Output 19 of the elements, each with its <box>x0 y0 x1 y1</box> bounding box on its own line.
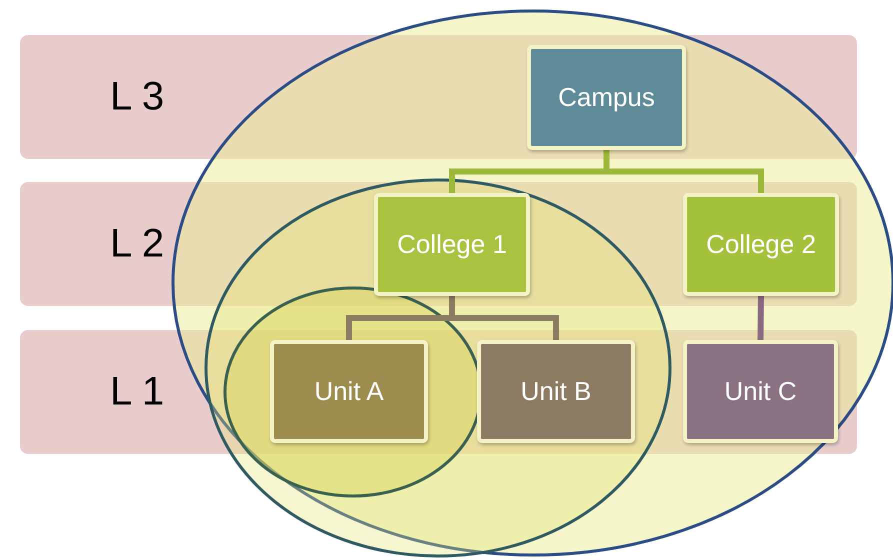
level-label: L 3 <box>110 74 164 120</box>
unit-name: College 1 <box>397 229 507 260</box>
unit-name: Unit B <box>520 376 592 407</box>
level-band <box>20 182 857 306</box>
org-unit-box <box>477 340 635 443</box>
level-band <box>20 330 857 454</box>
level-label: L 2 <box>110 222 164 266</box>
unit-name: Unit C <box>724 376 797 407</box>
org-unit-box <box>270 340 428 443</box>
unit-name: Unit A <box>314 376 384 407</box>
org-unit-box <box>374 193 530 296</box>
connector-line <box>758 296 764 340</box>
level-band <box>20 35 857 159</box>
level-label: L 1 <box>110 370 164 414</box>
unit-name: Campus <box>558 82 655 113</box>
org-unit-box <box>527 45 686 150</box>
org-unit-box <box>683 340 838 443</box>
org-unit-box <box>683 193 839 296</box>
unit-name: College 2 <box>706 229 816 260</box>
